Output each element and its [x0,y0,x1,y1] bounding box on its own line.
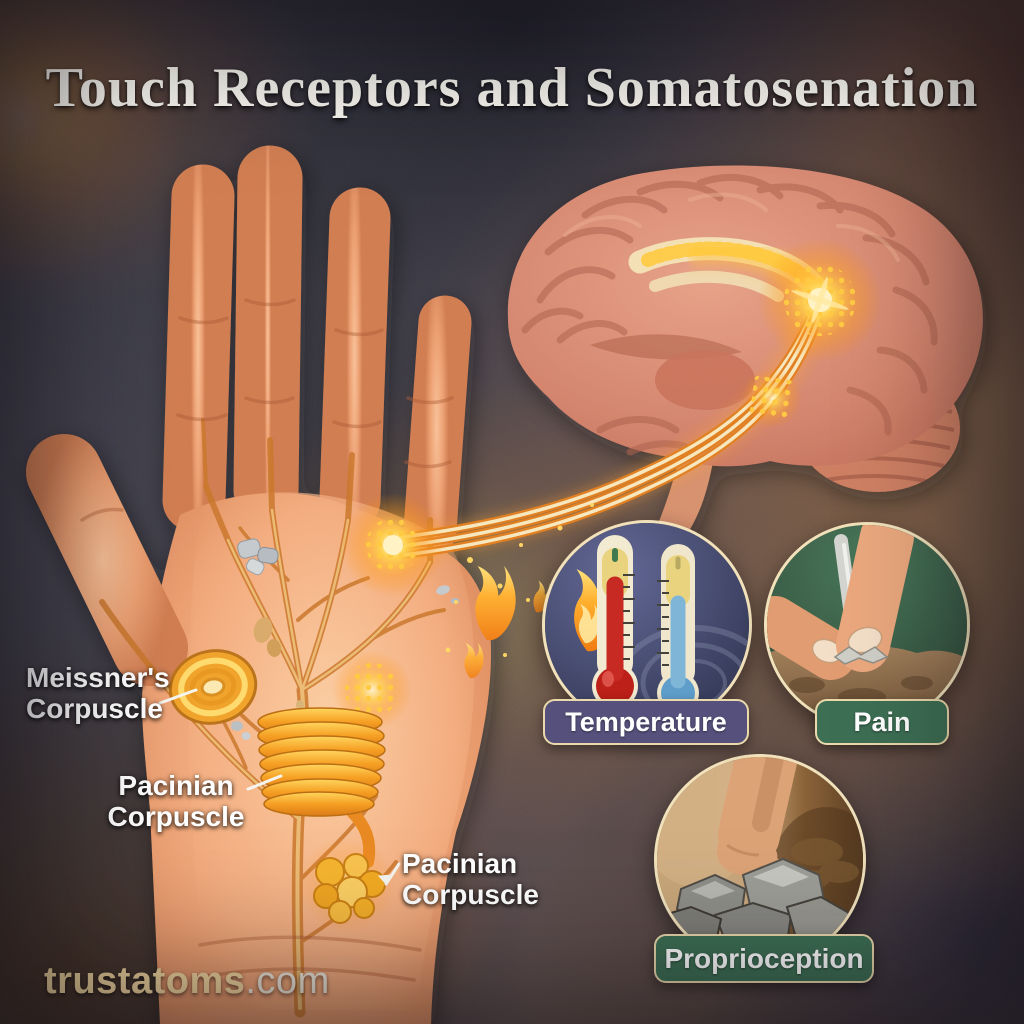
watermark-domain-suffix: .com [245,960,330,1002]
thermometer-hot-icon [592,535,638,709]
label-line: Corpuscle [402,879,539,910]
proprioception-inset-art [657,757,863,963]
label-line: Pacinian [402,848,518,879]
pain-badge: Pain [815,699,949,745]
thermometer-cold-icon [657,544,699,714]
fingers-pressing-illustration [767,525,914,680]
pain-inset-art [767,525,967,725]
temperature-badge: Temperature [543,699,749,745]
foot-illustration [717,757,799,882]
watermark: trustatoms.com [44,960,330,1003]
proprioception-badge: Proprioception [654,934,874,983]
page-title: Touch Receptors and Somatosenation [45,57,979,119]
temperature-inset [542,520,752,730]
watermark-site-name: trustatoms [44,960,246,1002]
label-meissners-corpuscle: Meissner's Corpuscle [26,662,170,724]
label-line: Corpuscle [107,801,245,832]
crumpled-metal [833,646,889,665]
proprioception-inset [654,754,866,966]
label-pacinian-corpuscle-coil: Pacinian Corpuscle [95,770,257,832]
temperature-inset-art [545,523,749,727]
label-line: Meissner's [26,662,170,693]
label-pacinian-corpuscle-cluster: Pacinian Corpuscle [402,848,539,910]
label-line: Pacinian [118,770,234,801]
pain-inset [764,522,970,728]
label-line: Corpuscle [26,693,163,724]
